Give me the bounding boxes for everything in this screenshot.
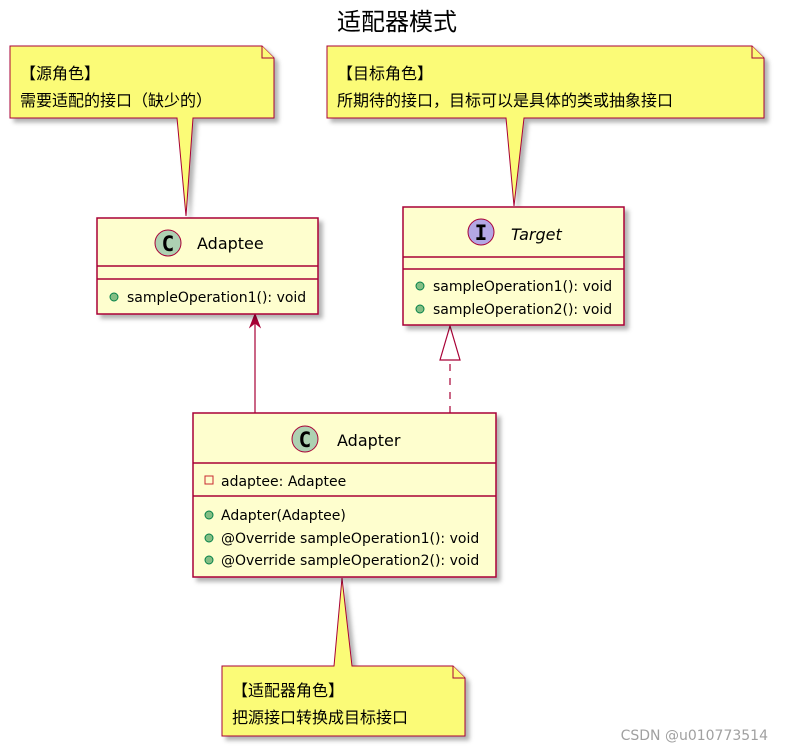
class-adaptee[interactable]: C Adaptee sampleOperation1(): void [96,217,319,315]
adapter-method-1: Adapter(Adaptee) [221,508,346,524]
target-method-1: sampleOperation1(): void [433,279,612,295]
adapter-note: 【适配器角色】 把源接口转换成目标接口 [221,577,466,737]
class-badge-icon [291,425,319,453]
adapter-field: adaptee: Adaptee [221,474,346,490]
adapter-method-3: @Override sampleOperation2(): void [221,553,479,569]
public-method-icon [204,510,214,520]
adapter-method-2: @Override sampleOperation1(): void [221,531,479,547]
class-adapter[interactable]: C Adapter adaptee: Adaptee Adapter(Adapt… [192,412,497,578]
association-arrow [248,312,262,413]
adapter-note-title: 【适配器角色】 [232,681,344,700]
adaptee-method: sampleOperation1(): void [127,290,306,306]
realization-arrow [439,323,461,413]
class-badge-letter: C [299,428,312,452]
target-note-body: 所期待的接口，目标可以是具体的类或抽象接口 [337,91,673,110]
target-method-2: sampleOperation2(): void [433,302,612,318]
target-note-title: 【目标角色】 [337,64,433,83]
class-badge-letter: C [162,232,175,256]
adaptee-class-name: Adaptee [197,234,264,253]
private-field-icon [204,475,214,485]
target-interface-name: Target [511,225,562,244]
diagram-title: 适配器模式 [337,8,457,36]
interface-badge-icon [467,218,495,246]
class-badge-icon [154,229,182,257]
public-method-icon [204,555,214,565]
target-note: 【目标角色】 所期待的接口，目标可以是具体的类或抽象接口 [326,45,765,207]
adaptee-note-title: 【源角色】 [20,64,100,83]
adaptee-note-body: 需要适配的接口（缺少的） [20,91,212,110]
watermark: CSDN @u010773514 [621,728,768,744]
public-method-icon [415,281,425,291]
interface-target[interactable]: I Target sampleOperation1(): void sample… [402,206,625,326]
adaptee-note: 【源角色】 需要适配的接口（缺少的） [9,45,275,217]
interface-badge-letter: I [475,221,488,245]
adapter-note-body: 把源接口转换成目标接口 [232,708,408,727]
public-method-icon [415,304,425,314]
adapter-class-name: Adapter [337,431,401,450]
public-method-icon [204,533,214,543]
public-method-icon [109,292,119,302]
